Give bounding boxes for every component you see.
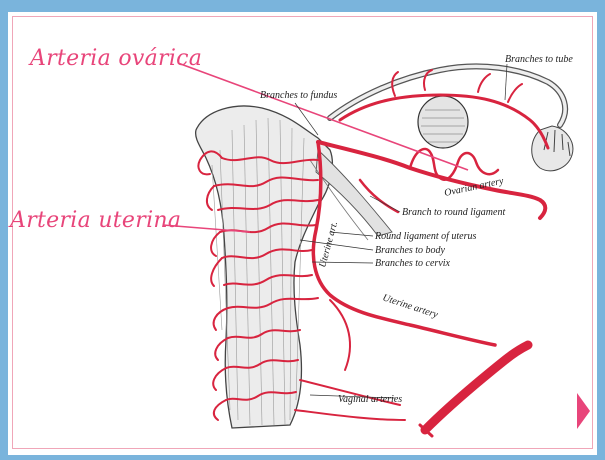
label-branches-to-body: Branches to body (375, 245, 446, 256)
label-branch-to-round-ligament: Branch to round ligament (402, 207, 505, 218)
label-branches-to-fundus: Branches to fundus (260, 90, 337, 101)
label-uterine-artery: Uterine artery (381, 292, 440, 320)
ovary (418, 96, 468, 148)
label-branches-to-cervix: Branches to cervix (375, 258, 451, 269)
next-slide-arrow-icon[interactable] (577, 393, 590, 429)
label-vaginal-arteries: Vaginal arteries (338, 394, 402, 405)
callout-arteria-ovarica: Arteria ovárica (30, 46, 202, 71)
label-round-ligament: Round ligament of uterus (374, 231, 476, 242)
label-uterine-art: Uterine art. (317, 220, 340, 268)
callout-arteria-uterina: Arteria uterina (10, 208, 181, 233)
label-branches-to-tube: Branches to tube (505, 54, 573, 65)
